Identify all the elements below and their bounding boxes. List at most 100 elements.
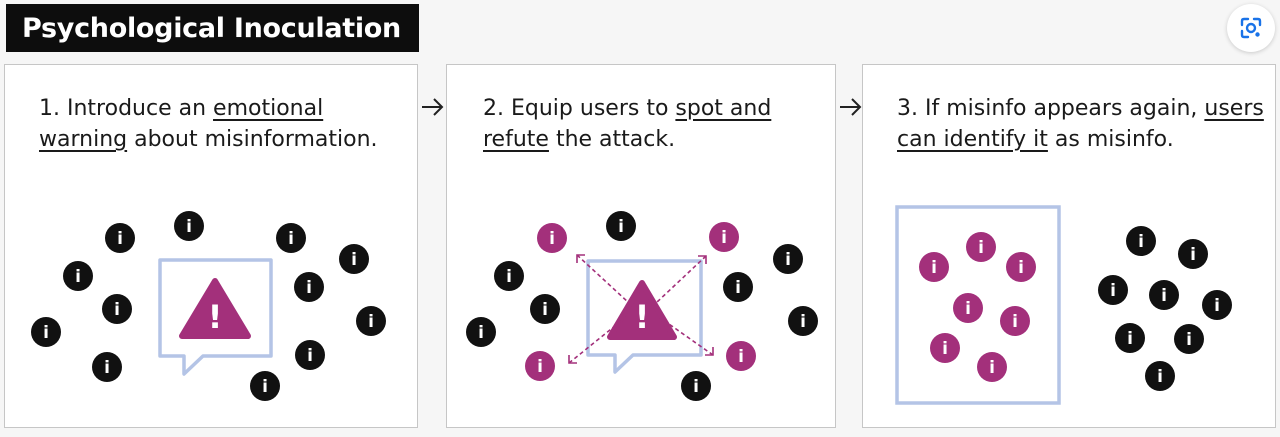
info-icon: i xyxy=(1098,275,1128,305)
misinfo-info-icon: i xyxy=(930,333,960,363)
info-glyph: i xyxy=(186,217,192,237)
info-glyph: i xyxy=(1018,258,1024,278)
warning-triangle-icon: ! xyxy=(607,280,677,340)
info-icon: i xyxy=(773,244,803,274)
info-glyph: i xyxy=(506,267,512,287)
misinfo-info-icon: i xyxy=(537,223,567,253)
info-icon: i xyxy=(1202,290,1232,320)
info-icon: i xyxy=(530,294,560,324)
info-glyph: i xyxy=(262,377,268,397)
info-glyph: i xyxy=(1138,232,1144,252)
step-3-caption: 3. If misinfo appears again, users can i… xyxy=(897,93,1265,155)
step-2-panel: 2. Equip users to spot and refute the at… xyxy=(446,64,836,428)
info-glyph: i xyxy=(288,229,294,249)
info-glyph: i xyxy=(721,228,727,248)
step-1-panel: 1. Introduce an emotional warning about … xyxy=(4,64,418,428)
lens-icon xyxy=(1240,17,1262,39)
info-glyph: i xyxy=(1012,312,1018,332)
info-glyph: i xyxy=(478,323,484,343)
info-icon: i xyxy=(63,261,93,291)
misinfo-info-icon: i xyxy=(919,252,949,282)
lens-button[interactable] xyxy=(1227,4,1275,52)
step-number: 1. xyxy=(39,96,60,121)
misinfo-info-icon: i xyxy=(1000,306,1030,336)
warning-triangle-icon: ! xyxy=(179,278,251,339)
step-text-1: Introduce an xyxy=(60,96,214,121)
misinfo-info-icon: i xyxy=(709,222,739,252)
info-icon: i xyxy=(276,223,306,253)
info-glyph: i xyxy=(368,312,374,332)
info-icon: i xyxy=(494,261,524,291)
info-icon: i xyxy=(1178,239,1208,269)
step-number: 3. xyxy=(897,96,918,121)
info-icon: i xyxy=(174,211,204,241)
connector-arrow-icon xyxy=(840,98,862,116)
info-glyph: i xyxy=(542,300,548,320)
connector-arrow-icon xyxy=(422,98,444,116)
info-glyph: i xyxy=(1190,245,1196,265)
step-3-panel: 3. If misinfo appears again, users can i… xyxy=(862,64,1276,428)
step-2-scene: ! i i i i i i i i i i i i xyxy=(466,211,818,401)
info-glyph: i xyxy=(735,278,741,298)
info-icon: i xyxy=(92,352,122,382)
info-icon: i xyxy=(294,272,324,302)
info-glyph: i xyxy=(114,300,120,320)
step-emphasis: spot and refute xyxy=(483,96,772,152)
step-emphasis: users can identify it xyxy=(897,96,1264,152)
step-text-1: Equip users to xyxy=(504,96,676,121)
info-glyph: i xyxy=(618,217,624,237)
info-icon: i xyxy=(339,244,369,274)
info-icon: i xyxy=(105,223,135,253)
info-glyph: i xyxy=(693,377,699,397)
info-icon: i xyxy=(681,371,711,401)
misinfo-info-icon: i xyxy=(1006,252,1036,282)
info-icon: i xyxy=(102,294,132,324)
info-glyph: i xyxy=(306,278,312,298)
info-glyph: i xyxy=(978,238,984,258)
info-glyph: i xyxy=(549,229,555,249)
info-glyph: i xyxy=(989,358,995,378)
warning-glyph: ! xyxy=(208,298,223,336)
refute-arrows xyxy=(568,254,714,364)
info-glyph: i xyxy=(117,229,123,249)
misinfo-info-icon: i xyxy=(953,293,983,323)
info-icon: i xyxy=(1145,361,1175,391)
info-glyph: i xyxy=(104,358,110,378)
info-glyph: i xyxy=(785,250,791,270)
info-icon: i xyxy=(250,371,280,401)
info-glyph: i xyxy=(351,250,357,270)
misinfo-info-icon: i xyxy=(525,351,555,381)
step-text-2: about misinformation. xyxy=(127,127,378,152)
info-glyph: i xyxy=(800,312,806,332)
info-icon: i xyxy=(788,306,818,336)
step-1-caption: 1. Introduce an emotional warning about … xyxy=(39,93,407,155)
info-glyph: i xyxy=(307,346,313,366)
misinfo-info-icon: i xyxy=(977,352,1007,382)
info-icon: i xyxy=(1174,324,1204,354)
info-icon: i xyxy=(723,272,753,302)
step-emphasis: emotional warning xyxy=(39,96,324,152)
step-text-2: the attack. xyxy=(548,127,676,152)
info-glyph: i xyxy=(931,258,937,278)
info-glyph: i xyxy=(1110,281,1116,301)
misinfo-info-icon: i xyxy=(726,341,756,371)
info-glyph: i xyxy=(75,267,81,287)
step-text-2: as misinfo. xyxy=(1047,127,1174,152)
warning-glyph: ! xyxy=(635,298,650,336)
info-glyph: i xyxy=(1161,286,1167,306)
info-glyph: i xyxy=(1214,296,1220,316)
info-glyph: i xyxy=(537,357,543,377)
info-icon: i xyxy=(295,340,325,370)
info-glyph: i xyxy=(1127,329,1133,349)
info-icon: i xyxy=(1115,323,1145,353)
step-2-caption: 2. Equip users to spot and refute the at… xyxy=(483,93,825,155)
page-title: Psychological Inoculation xyxy=(6,4,419,52)
info-glyph: i xyxy=(1186,330,1192,350)
info-icon: i xyxy=(356,306,386,336)
info-icon: i xyxy=(606,211,636,241)
info-glyph: i xyxy=(942,339,948,359)
step-text-1: If misinfo appears again, xyxy=(918,96,1205,121)
info-icon: i xyxy=(1126,226,1156,256)
